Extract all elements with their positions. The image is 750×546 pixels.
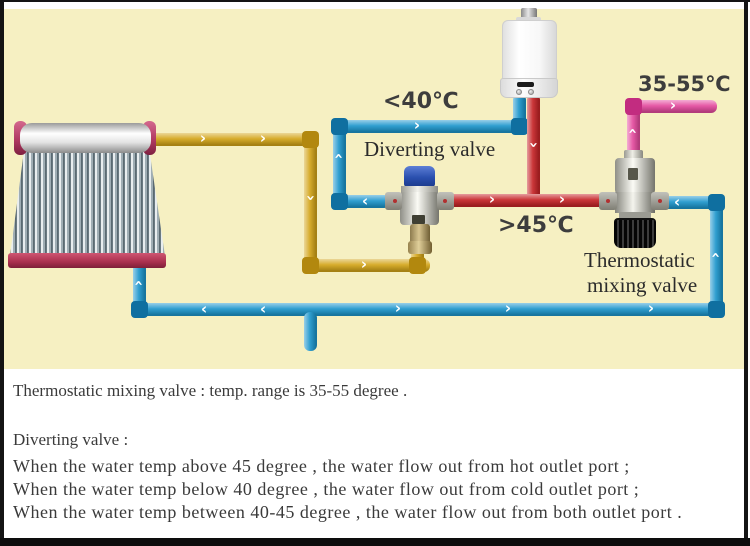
- solar-hot-pipe: [150, 133, 312, 146]
- label-diverting-valve: Diverting valve: [364, 137, 496, 161]
- cold-supply-pipe: [660, 196, 715, 209]
- boiler-flue: [521, 8, 537, 19]
- mixed-water-pipe: [627, 100, 717, 113]
- port-dot: [443, 199, 447, 203]
- top-border: [0, 0, 750, 2]
- collector-frame: [8, 253, 166, 268]
- flow-arrow-icon: ›: [259, 129, 267, 147]
- flow-arrow-icon: ›: [394, 299, 402, 317]
- pipe-elbow: [625, 98, 642, 115]
- pipe-elbow: [302, 131, 319, 148]
- mixing-valve-lower-body: [615, 192, 655, 213]
- pipe-elbow: [131, 301, 148, 318]
- flow-arrow-icon: ›: [200, 301, 208, 319]
- note-line-2: Diverting valve :: [13, 430, 129, 449]
- flow-arrow-icon: ›: [329, 152, 347, 160]
- mixing-valve-label-plate: [628, 168, 638, 180]
- pipe-elbow: [708, 301, 725, 318]
- cold-inlet-stub: [304, 312, 317, 351]
- flow-arrow-icon: ›: [360, 255, 368, 273]
- boiler-display: [517, 82, 534, 87]
- flow-arrow-icon: ›: [558, 190, 566, 208]
- boiler-knob: [528, 89, 534, 95]
- hot-water-pipe: [448, 194, 608, 207]
- valve-label-plate: [412, 215, 425, 224]
- label-mixing-valve-line1: Thermostatic: [584, 248, 695, 272]
- collector-tubes: [10, 151, 165, 256]
- flow-arrow-icon: ›: [623, 127, 641, 135]
- flow-arrow-icon: ›: [302, 194, 320, 202]
- flow-arrow-icon: ›: [669, 96, 677, 114]
- flow-arrow-icon: ›: [673, 194, 681, 212]
- pipe-elbow: [409, 257, 426, 274]
- left-border: [0, 0, 4, 546]
- flow-arrow-icon: ›: [488, 190, 496, 208]
- boiler-flue-base: [516, 17, 541, 22]
- solar-hot-pipe: [304, 133, 317, 267]
- flow-arrow-icon: ›: [361, 193, 369, 211]
- flow-arrow-icon: ›: [706, 251, 724, 259]
- port-dot: [606, 199, 610, 203]
- cold-outlet-pipe: [333, 120, 346, 208]
- valve-cap: [404, 166, 435, 187]
- mixing-valve-collar: [619, 212, 651, 219]
- flow-arrow-icon: ›: [504, 299, 512, 317]
- flow-arrow-icon: ›: [525, 141, 543, 149]
- valve-inlet-nut: [408, 241, 432, 254]
- flow-arrow-icon: ›: [413, 116, 421, 134]
- pipe-elbow: [331, 118, 348, 135]
- boiler-base: [500, 78, 558, 98]
- flow-arrow-icon: ›: [199, 129, 207, 147]
- pipe-elbow: [331, 193, 348, 210]
- note-line-1: Thermostatic mixing valve : temp. range …: [13, 381, 408, 400]
- valve-lower-body: [410, 224, 430, 244]
- flow-arrow-icon: ›: [259, 301, 267, 319]
- note-line-3: When the water temp above 45 degree , th…: [13, 456, 630, 476]
- cold-supply-pipe: [140, 303, 723, 316]
- hot-water-pipe: [527, 94, 540, 207]
- note-line-4: When the water temp below 40 degree , th…: [13, 479, 640, 499]
- valve-collar: [401, 186, 438, 193]
- mixing-valve-knob: [614, 218, 656, 248]
- flow-arrow-icon: ›: [647, 299, 655, 317]
- pipe-elbow: [511, 118, 528, 135]
- label-cold-temp: <40℃: [383, 89, 459, 114]
- collector-tank: [20, 123, 151, 153]
- cold-outlet-pipe: [340, 195, 390, 208]
- cold-outlet-pipe: [340, 120, 526, 133]
- label-hot-temp: >45℃: [498, 213, 574, 238]
- boiler-knob: [516, 89, 522, 95]
- label-mixed-temp: 35-55℃: [638, 72, 731, 96]
- boiler-body: [502, 20, 557, 80]
- solar-hot-pipe: [304, 259, 430, 272]
- pipe-elbow: [302, 257, 319, 274]
- cold-supply-pipe: [710, 196, 723, 316]
- bottom-border: [0, 538, 750, 546]
- label-mixing-valve-line2: mixing valve: [587, 273, 698, 297]
- note-line-5: When the water temp between 40-45 degree…: [13, 502, 683, 522]
- mixing-valve-top-port: [624, 150, 643, 161]
- port-dot: [658, 199, 662, 203]
- pipe-elbow: [708, 194, 725, 211]
- port-dot: [393, 199, 397, 203]
- flow-arrow-icon: ›: [129, 279, 147, 287]
- right-border: [744, 0, 748, 546]
